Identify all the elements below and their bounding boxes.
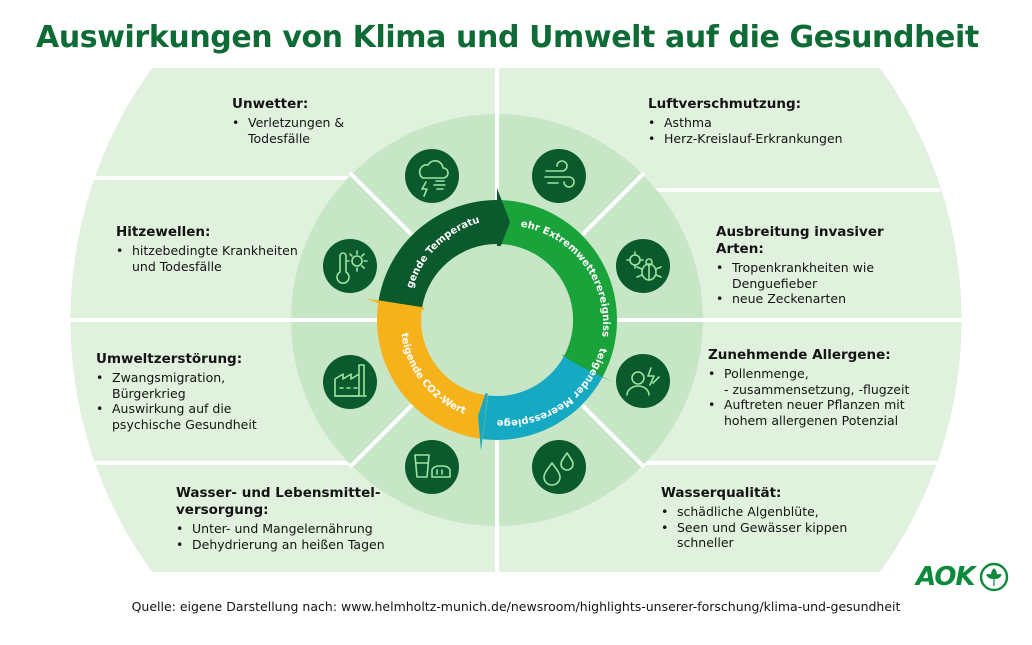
impact-item: Unter- und Mangelernährung [176, 521, 416, 537]
ring-segment-extreme-weather [497, 200, 617, 377]
page-title: Auswirkungen von Klima und Umwelt auf di… [36, 20, 979, 55]
ring-segment-sea-level [482, 356, 603, 440]
impact-item: Seen und Gewässer kippen schneller [661, 520, 881, 551]
tree-logo-icon [979, 562, 1008, 592]
impact-heading: Zunehmende Allergene: [708, 347, 891, 363]
factory-icon [323, 355, 377, 409]
source-note: Quelle: eigene Darstellung nach: www.hel… [131, 599, 901, 614]
impact-wasserqualitaet: Wasserqualität: schädliche Algenblüte, S… [661, 485, 881, 551]
heat-icon [323, 239, 377, 293]
climate-health-diagram: Steigende Temperaturen Mehr Extremwetter… [70, 68, 962, 572]
impact-heading: Ausbreitung invasiver Arten: [716, 224, 884, 257]
impact-invasive-arten: Ausbreitung invasiver Arten: Tropenkrank… [716, 224, 931, 307]
aok-logo[interactable]: AOK [916, 562, 1009, 592]
impact-umweltzerstoerung: Umweltzerstörung: Zwangsmigration, Bürge… [96, 351, 286, 432]
impact-allergene: Zunehmende Allergene: Pollenmenge, - zus… [708, 347, 938, 428]
impact-item: Pollenmenge, - zusammensetzung, -flugzei… [708, 366, 938, 397]
ring-arrow-head [497, 188, 510, 256]
ring-segment-temperatures [378, 200, 497, 308]
impact-heading: Unwetter: [232, 96, 309, 112]
impact-item: neue Zeckenarten [716, 291, 931, 307]
ring-arrow-head [552, 349, 615, 383]
impact-item: Herz-Kreislauf-Erkrankungen [648, 131, 878, 147]
food-icon [405, 440, 459, 494]
impact-item: hitzebedingte Krankheiten und Todesfälle [116, 243, 316, 274]
impact-heading: Wasserqualität: [661, 485, 782, 501]
impact-heading: Umweltzerstörung: [96, 351, 243, 367]
impact-hitzewellen: Hitzewellen: hitzebedingte Krankheiten u… [116, 224, 316, 274]
impact-item: Verletzungen & Todesfälle [232, 115, 382, 146]
ring-arrow-head [366, 298, 434, 312]
impact-item: Tropenkrankheiten wie Denguefieber [716, 260, 931, 291]
ring-segment-co2 [377, 300, 488, 440]
impact-item: schädliche Algenblüte, [661, 504, 881, 520]
logo-text: AOK [916, 562, 976, 592]
impact-item: Dehydrierung an heißen Tagen [176, 537, 416, 553]
allergy-icon [616, 354, 670, 408]
impact-item: Auswirkung auf die psychische Gesundheit [96, 401, 286, 432]
ring-arrow-head [478, 383, 489, 451]
impact-item: Zwangsmigration, Bürgerkrieg [96, 370, 286, 401]
inner-disc [423, 246, 571, 394]
impact-unwetter: Unwetter: Verletzungen & Todesfälle [232, 96, 382, 146]
impact-heading: Hitzewellen: [116, 224, 211, 240]
tick-icon [616, 239, 670, 293]
storm-icon [405, 149, 459, 203]
wind-icon [532, 149, 586, 203]
impact-heading: Wasser- und Lebensmittel- versorgung: [176, 485, 381, 518]
impact-heading: Luftverschmutzung: [648, 96, 802, 112]
impact-item: Auftreten neuer Pflanzen mit hohem aller… [708, 397, 938, 428]
impact-luftverschmutzung: Luftverschmutzung: Asthma Herz-Kreislauf… [648, 96, 878, 146]
water-drops-icon [532, 440, 586, 494]
impact-wasser-lebensmittel: Wasser- und Lebensmittel- versorgung: Un… [176, 485, 416, 552]
impact-item: Asthma [648, 115, 878, 131]
